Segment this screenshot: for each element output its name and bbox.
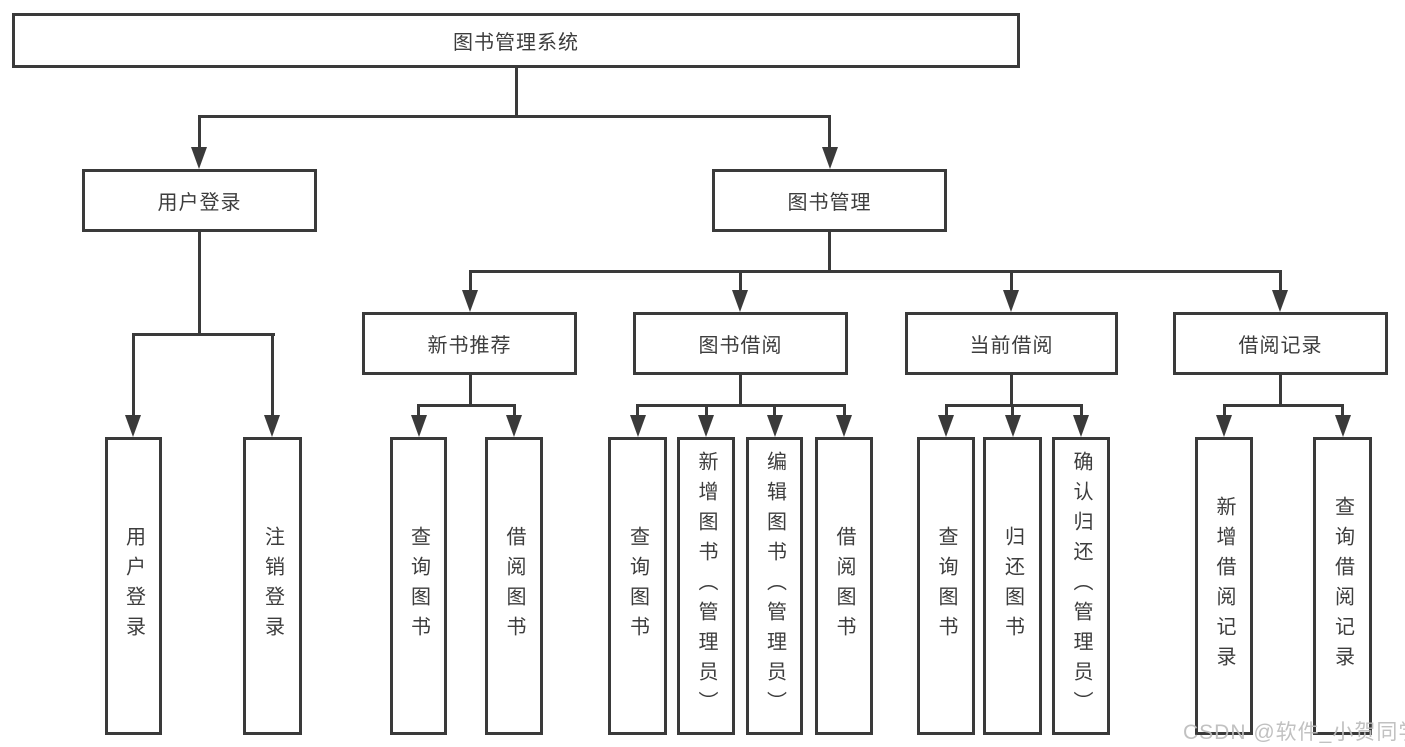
node-root-label: 图书管理系统: [453, 32, 579, 54]
leaf-user-login-label: 用户登录: [122, 526, 145, 646]
leaf-logout-label: 注销登录: [261, 526, 284, 646]
leaf-user-login: 用户登录: [105, 437, 162, 735]
connector-line: [705, 404, 708, 417]
leaf-edit-books-admin-label: 编辑图书（管理员）: [763, 451, 786, 721]
arrow-down-icon: [411, 415, 427, 437]
arrow-down-icon: [191, 147, 207, 169]
arrow-down-icon: [822, 147, 838, 169]
arrow-down-icon: [1005, 415, 1021, 437]
connector-line: [636, 404, 846, 407]
leaf-add-borrow-record-label: 新增借阅记录: [1213, 496, 1235, 676]
arrow-down-icon: [938, 415, 954, 437]
connector-line: [198, 232, 201, 335]
connector-line: [739, 375, 742, 406]
connector-line: [739, 270, 742, 292]
arrow-down-icon: [630, 415, 646, 437]
leaf-query-books-recommend: 查询图书: [390, 437, 447, 735]
arrow-down-icon: [1216, 415, 1232, 437]
leaf-add-borrow-record: 新增借阅记录: [1195, 437, 1253, 735]
leaf-borrow-books-recommend: 借阅图书: [485, 437, 543, 735]
arrow-down-icon: [506, 415, 522, 437]
connector-line: [132, 333, 135, 417]
arrow-down-icon: [767, 415, 783, 437]
connector-line: [515, 68, 518, 117]
connector-line: [1279, 375, 1282, 406]
leaf-add-books-admin-label: 新增图书（管理员）: [695, 451, 717, 721]
connector-line: [469, 375, 472, 406]
leaf-add-books-admin: 新增图书（管理员）: [677, 437, 735, 735]
connector-line: [1279, 270, 1282, 292]
connector-line: [636, 404, 639, 417]
connector-line: [198, 115, 201, 149]
connector-line: [1223, 404, 1226, 417]
leaf-query-books-borrowing-label: 查询图书: [626, 526, 649, 646]
leaf-query-books-recommend-label: 查询图书: [407, 526, 430, 646]
leaf-confirm-return-admin: 确认归还（管理员）: [1052, 437, 1110, 735]
connector-line: [198, 115, 831, 118]
node-book-management: 图书管理: [712, 169, 947, 232]
leaf-borrow-books-borrowing: 借阅图书: [815, 437, 873, 735]
connector-line: [1341, 404, 1344, 417]
arrow-down-icon: [462, 290, 478, 312]
leaf-query-borrow-record-label: 查询借阅记录: [1331, 496, 1354, 676]
connector-line: [469, 270, 472, 292]
leaf-confirm-return-admin-label: 确认归还（管理员）: [1070, 451, 1092, 721]
connector-line: [417, 404, 420, 417]
connector-line: [1223, 404, 1344, 407]
leaf-query-books-current-label: 查询图书: [935, 526, 957, 646]
node-new-book-recommend-label: 新书推荐: [427, 335, 512, 357]
arrow-down-icon: [125, 415, 141, 437]
connector-line: [843, 404, 846, 417]
node-borrow-records: 借阅记录: [1173, 312, 1388, 375]
connector-line: [1010, 375, 1013, 406]
leaf-return-books-label: 归还图书: [1001, 526, 1024, 646]
connector-line: [945, 404, 948, 417]
node-root: 图书管理系统: [12, 13, 1020, 68]
arrow-down-icon: [836, 415, 852, 437]
connector-line: [132, 333, 275, 336]
leaf-logout: 注销登录: [243, 437, 302, 735]
arrow-down-icon: [264, 415, 280, 437]
connector-line: [828, 115, 831, 149]
connector-line: [828, 232, 831, 272]
node-user-login-label: 用户登录: [157, 192, 242, 214]
arrow-down-icon: [1003, 290, 1019, 312]
connector-line: [1010, 270, 1013, 292]
csdn-watermark: CSDN @软件_小贺同学: [1183, 721, 1405, 744]
leaf-borrow-books-borrowing-label: 借阅图书: [833, 526, 855, 646]
node-current-borrowing: 当前借阅: [905, 312, 1118, 375]
leaf-edit-books-admin: 编辑图书（管理员）: [746, 437, 803, 735]
node-book-borrowing-label: 图书借阅: [698, 335, 783, 357]
leaf-return-books: 归还图书: [983, 437, 1042, 735]
connector-line: [271, 333, 274, 417]
leaf-query-books-current: 查询图书: [917, 437, 975, 735]
node-borrow-records-label: 借阅记录: [1238, 335, 1323, 357]
connector-line: [945, 404, 1083, 407]
node-new-book-recommend: 新书推荐: [362, 312, 577, 375]
arrow-down-icon: [1335, 415, 1351, 437]
arrow-down-icon: [1073, 415, 1089, 437]
node-book-management-label: 图书管理: [787, 192, 872, 214]
node-book-borrowing: 图书借阅: [633, 312, 848, 375]
arrow-down-icon: [698, 415, 714, 437]
connector-line: [417, 404, 516, 407]
connector-line: [1080, 404, 1083, 417]
arrow-down-icon: [1272, 290, 1288, 312]
connector-line: [513, 404, 516, 417]
leaf-query-borrow-record: 查询借阅记录: [1313, 437, 1372, 735]
leaf-query-books-borrowing: 查询图书: [608, 437, 667, 735]
node-current-borrowing-label: 当前借阅: [969, 335, 1054, 357]
connector-line: [1011, 404, 1014, 417]
connector-line: [773, 404, 776, 417]
connector-line: [469, 270, 1281, 273]
arrow-down-icon: [732, 290, 748, 312]
leaf-borrow-books-recommend-label: 借阅图书: [503, 526, 525, 646]
node-user-login: 用户登录: [82, 169, 317, 232]
